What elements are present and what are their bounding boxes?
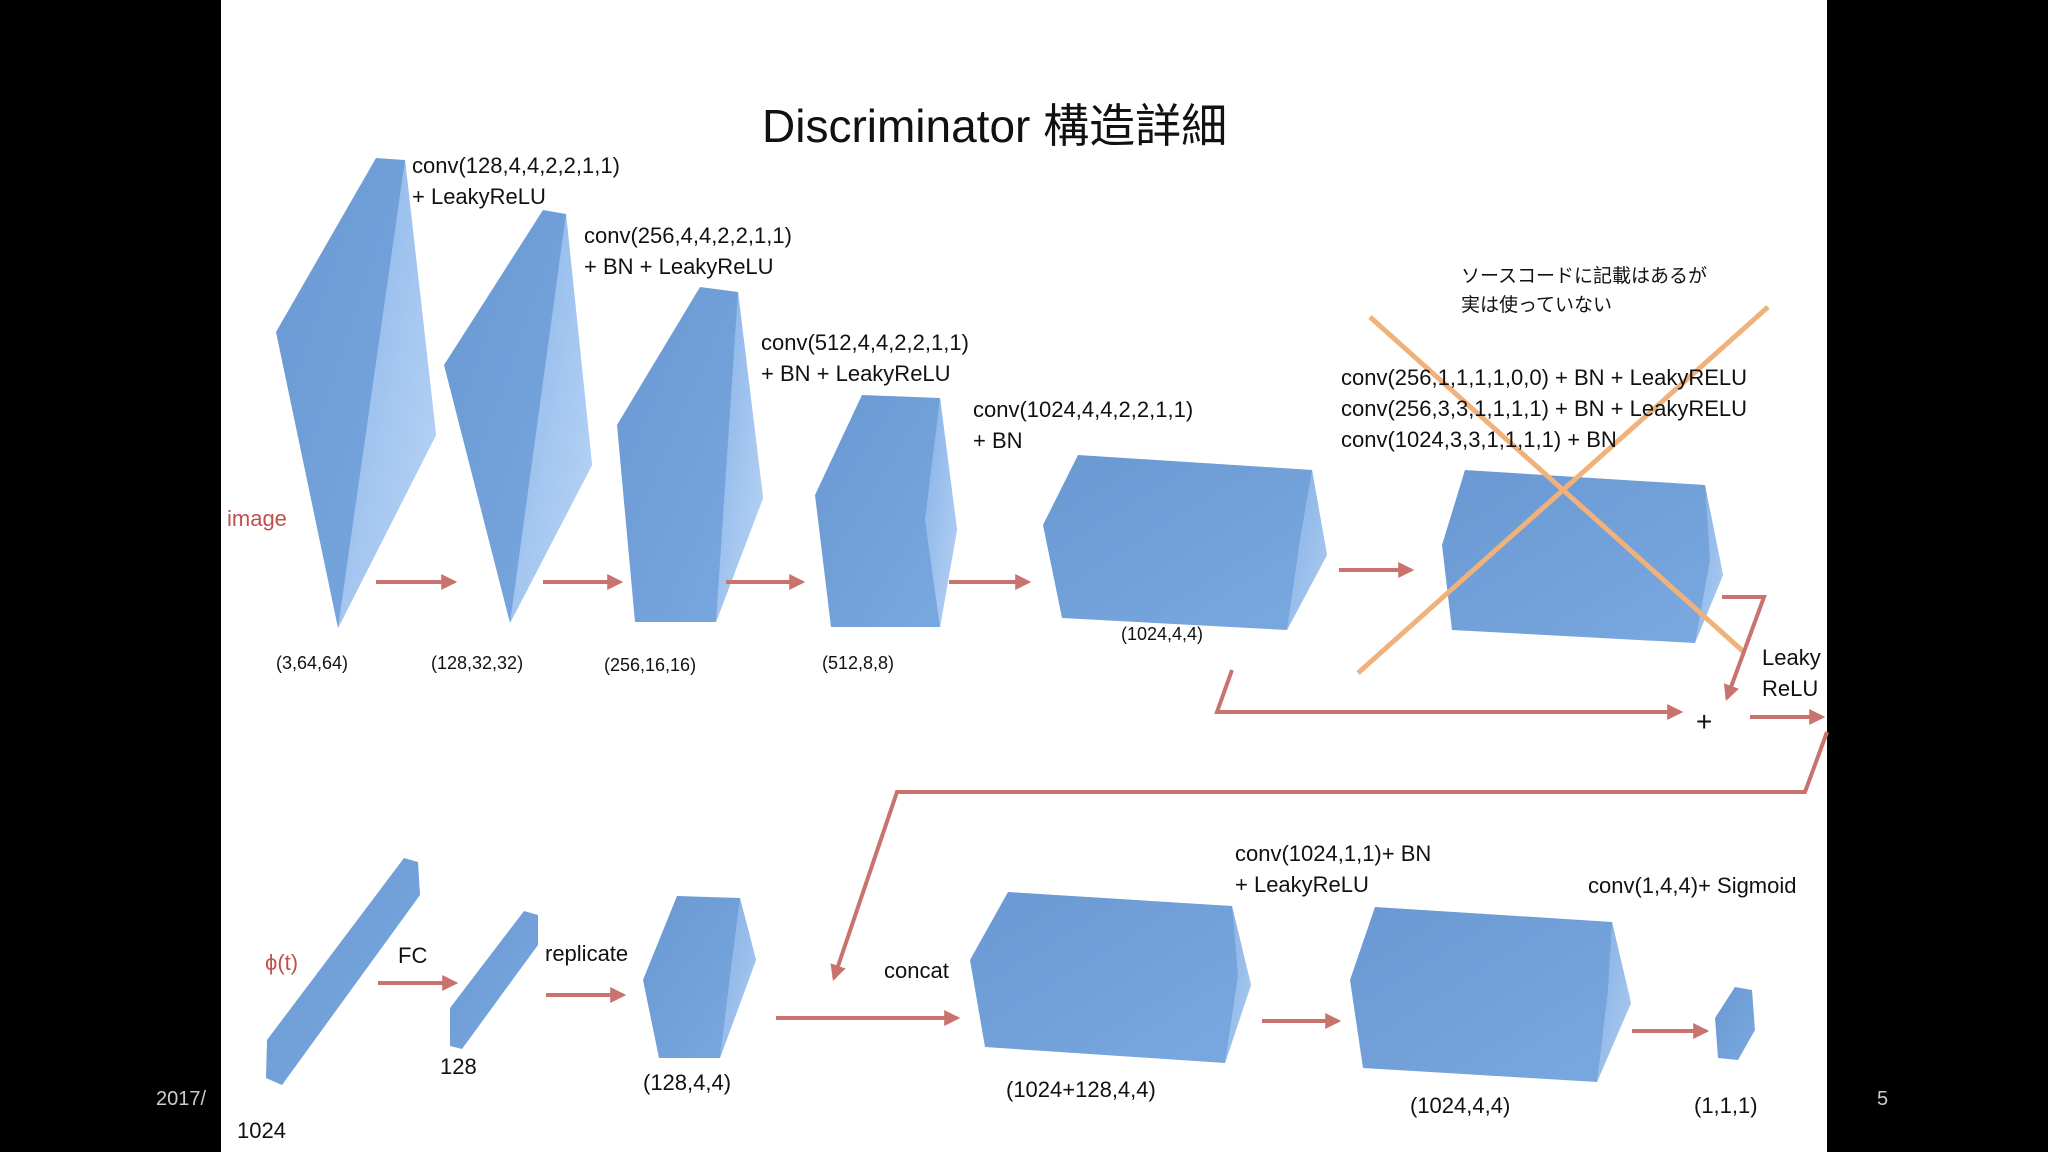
replicate-label: replicate [545, 941, 629, 966]
unused-block-ops: conv(256,1,1,1,1,0,0) + BN + LeakyRELU c… [1341, 365, 1748, 452]
block-embedding [266, 858, 420, 1085]
cross-line [1368, 315, 1747, 655]
block-conv-1x1 [1350, 907, 1631, 1082]
replicate-shape-label: (128,4,4) [643, 1070, 732, 1095]
concat-label: concat [884, 958, 949, 983]
shape-label-2: (128,32,32) [431, 653, 524, 673]
embed-size-label: 1024 [237, 1118, 286, 1143]
input-label-image: image [227, 506, 287, 531]
layer-op-2: conv(256,4,4,2,2,1,1) + BN + LeakyReLU [584, 223, 792, 279]
block-concat [970, 892, 1251, 1063]
fc-size-label: 128 [440, 1054, 477, 1079]
shape-label-4: (512,8,8) [822, 653, 895, 673]
cross-line [1356, 305, 1770, 675]
arrow [1722, 595, 1767, 702]
shape-label-1: (3,64,64) [276, 653, 349, 673]
block-conv2 [617, 287, 763, 622]
conv1x1-shape-label: (1024,4,4) [1410, 1093, 1511, 1118]
arrow [1214, 669, 1684, 720]
shape-label-5: (1024,4,4) [1121, 624, 1204, 644]
activation-label: Leaky ReLU [1762, 645, 1821, 701]
block-conv3 [815, 395, 957, 627]
arrow [830, 731, 1829, 982]
input-label-phi: ϕ(t) [265, 950, 299, 975]
shape-label-3: (256,16,16) [604, 655, 697, 675]
layer-op-4: conv(1024,4,4,2,2,1,1) + BN [973, 397, 1194, 453]
layer-op-1: conv(128,4,4,2,2,1,1) + LeakyReLU [412, 153, 620, 209]
footer-date: 2017/ [156, 1088, 207, 1110]
block-replicate [643, 896, 756, 1058]
unused-note: ソースコードに記載はあるが 実は使っていない [1461, 266, 1708, 316]
final-shape-label: (1,1,1) [1694, 1093, 1758, 1118]
block-conv4 [1043, 455, 1327, 630]
block-image [276, 158, 436, 628]
page-title: Discriminator 構造詳細 [762, 100, 1228, 152]
plus-sign: + [1696, 706, 1713, 737]
block-conv1 [444, 210, 592, 623]
concat-shape-label: (1024+128,4,4) [1006, 1077, 1156, 1102]
block-unused [1442, 470, 1723, 643]
block-fc [450, 911, 538, 1049]
layer-op-3: conv(512,4,4,2,2,1,1) + BN + LeakyReLU [761, 330, 969, 386]
final-op-label: conv(1,4,4)+ Sigmoid [1588, 873, 1797, 898]
conv1x1-op-label: conv(1024,1,1)+ BN + LeakyReLU [1235, 841, 1432, 897]
fc-label: FC [398, 943, 428, 968]
page-number: 5 [1877, 1088, 1889, 1110]
block-output [1715, 987, 1755, 1060]
